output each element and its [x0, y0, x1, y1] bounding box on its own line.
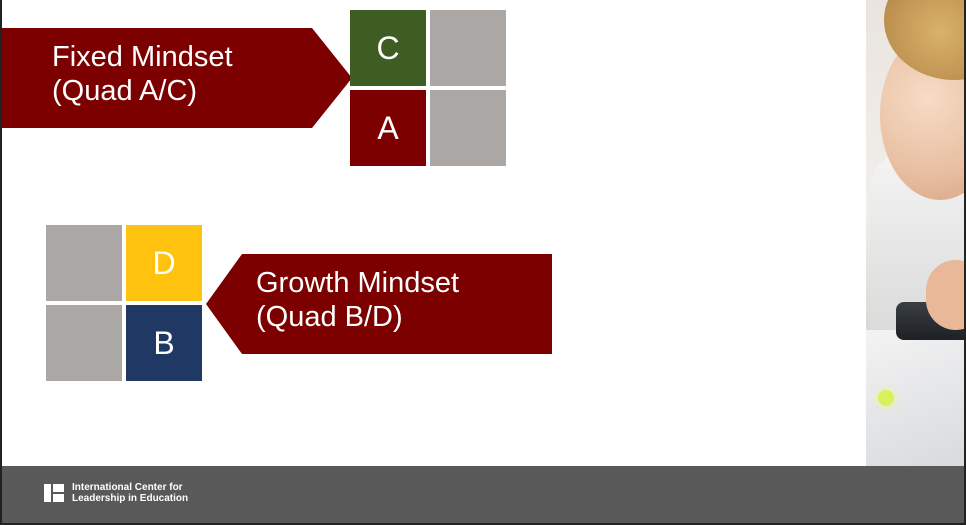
quad-empty-top-right: [430, 10, 506, 86]
quad-c: C: [350, 10, 426, 86]
quad-empty-top-left: [46, 225, 122, 301]
icle-logo-icon: [44, 484, 64, 502]
quad-empty-bottom-right: [430, 90, 506, 166]
fixed-mindset-label: Fixed Mindset (Quad A/C): [52, 40, 233, 108]
icle-logo-text: International Center for Leadership in E…: [72, 482, 188, 504]
photo-arm: [926, 260, 964, 330]
slide-border-left: [0, 0, 2, 525]
fixed-mindset-quads: (Quad A/C): [52, 75, 198, 107]
quad-b: B: [126, 305, 202, 381]
quad-d: D: [126, 225, 202, 301]
quad-a: A: [350, 90, 426, 166]
quad-grid-growth: D B: [46, 225, 202, 381]
growth-mindset-label: Growth Mindset (Quad B/D): [256, 266, 459, 334]
fixed-mindset-title: Fixed Mindset: [52, 41, 233, 73]
growth-mindset-arrow: [206, 254, 552, 354]
slide-border-bottom: [0, 523, 966, 525]
logo-line1: International Center for: [72, 482, 183, 493]
slide-border-right: [964, 0, 966, 525]
fixed-mindset-arrow: [2, 28, 352, 128]
slide-footer: International Center for Leadership in E…: [2, 466, 964, 523]
growth-mindset-title: Growth Mindset: [256, 267, 460, 299]
child-at-computer-photo: [866, 0, 964, 466]
quad-grid-fixed: C A: [350, 10, 506, 166]
logo-line2: Leadership in Education: [72, 493, 189, 504]
photo-light: [878, 390, 894, 406]
growth-mindset-quads: (Quad B/D): [256, 301, 403, 333]
quad-empty-bottom-left: [46, 305, 122, 381]
